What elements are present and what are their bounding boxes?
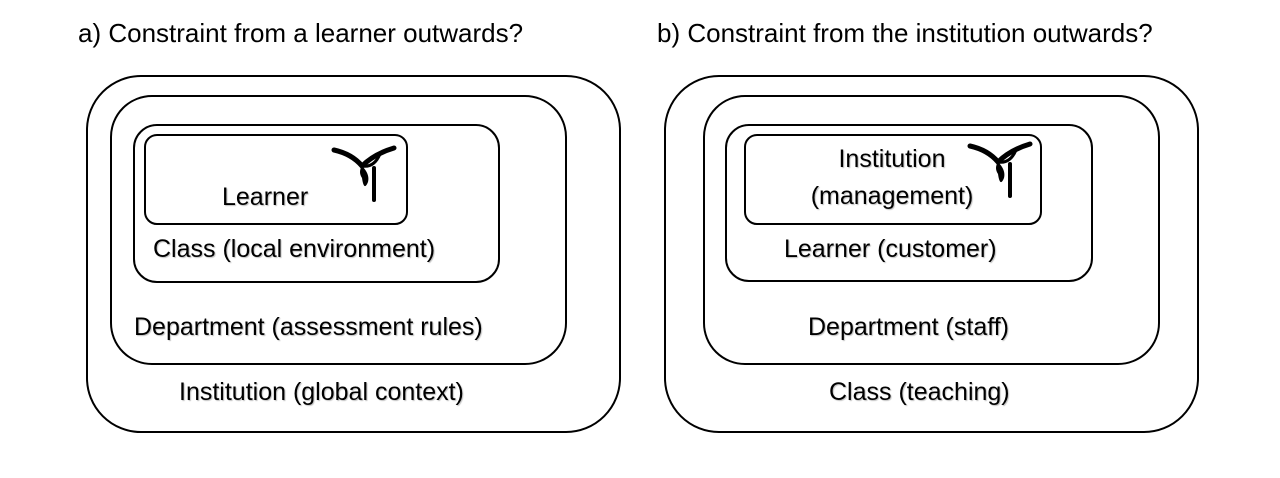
panel-a-level3-box — [110, 95, 567, 365]
panel-a-outermost-label: Institution (global context) — [179, 378, 464, 406]
panel-b-innermost-box — [744, 134, 1042, 225]
funnel-icon — [331, 145, 397, 202]
panel-a-level2-box — [133, 124, 500, 283]
panel-a-title: a) Constraint from a learner outwards? — [78, 18, 524, 48]
panel-b-level2-label: Learner (customer) — [784, 235, 997, 263]
panel-b-title: b) Constraint from the institution outwa… — [657, 18, 1153, 48]
panel-b-level3-label: Department (staff) — [808, 313, 1010, 341]
panel-b-level2-box — [725, 124, 1093, 282]
panel-a-innermost-label: Learner — [222, 183, 309, 211]
panel-b-level3-box — [703, 95, 1160, 365]
funnel-icon — [967, 141, 1033, 198]
panel-a-outermost-box — [86, 75, 621, 433]
panel-b-innermost-label-line2: (management) — [810, 182, 974, 210]
panel-a-level3-label: Department (assessment rules) — [134, 313, 483, 341]
panel-b-outermost-box — [664, 75, 1199, 433]
panel-b-outermost-label: Class (teaching) — [829, 378, 1010, 406]
panel-a-level2-label: Class (local environment) — [153, 235, 436, 263]
panel-b-innermost-label-line1: Institution — [838, 145, 946, 173]
panel-a-innermost-box — [144, 134, 408, 225]
